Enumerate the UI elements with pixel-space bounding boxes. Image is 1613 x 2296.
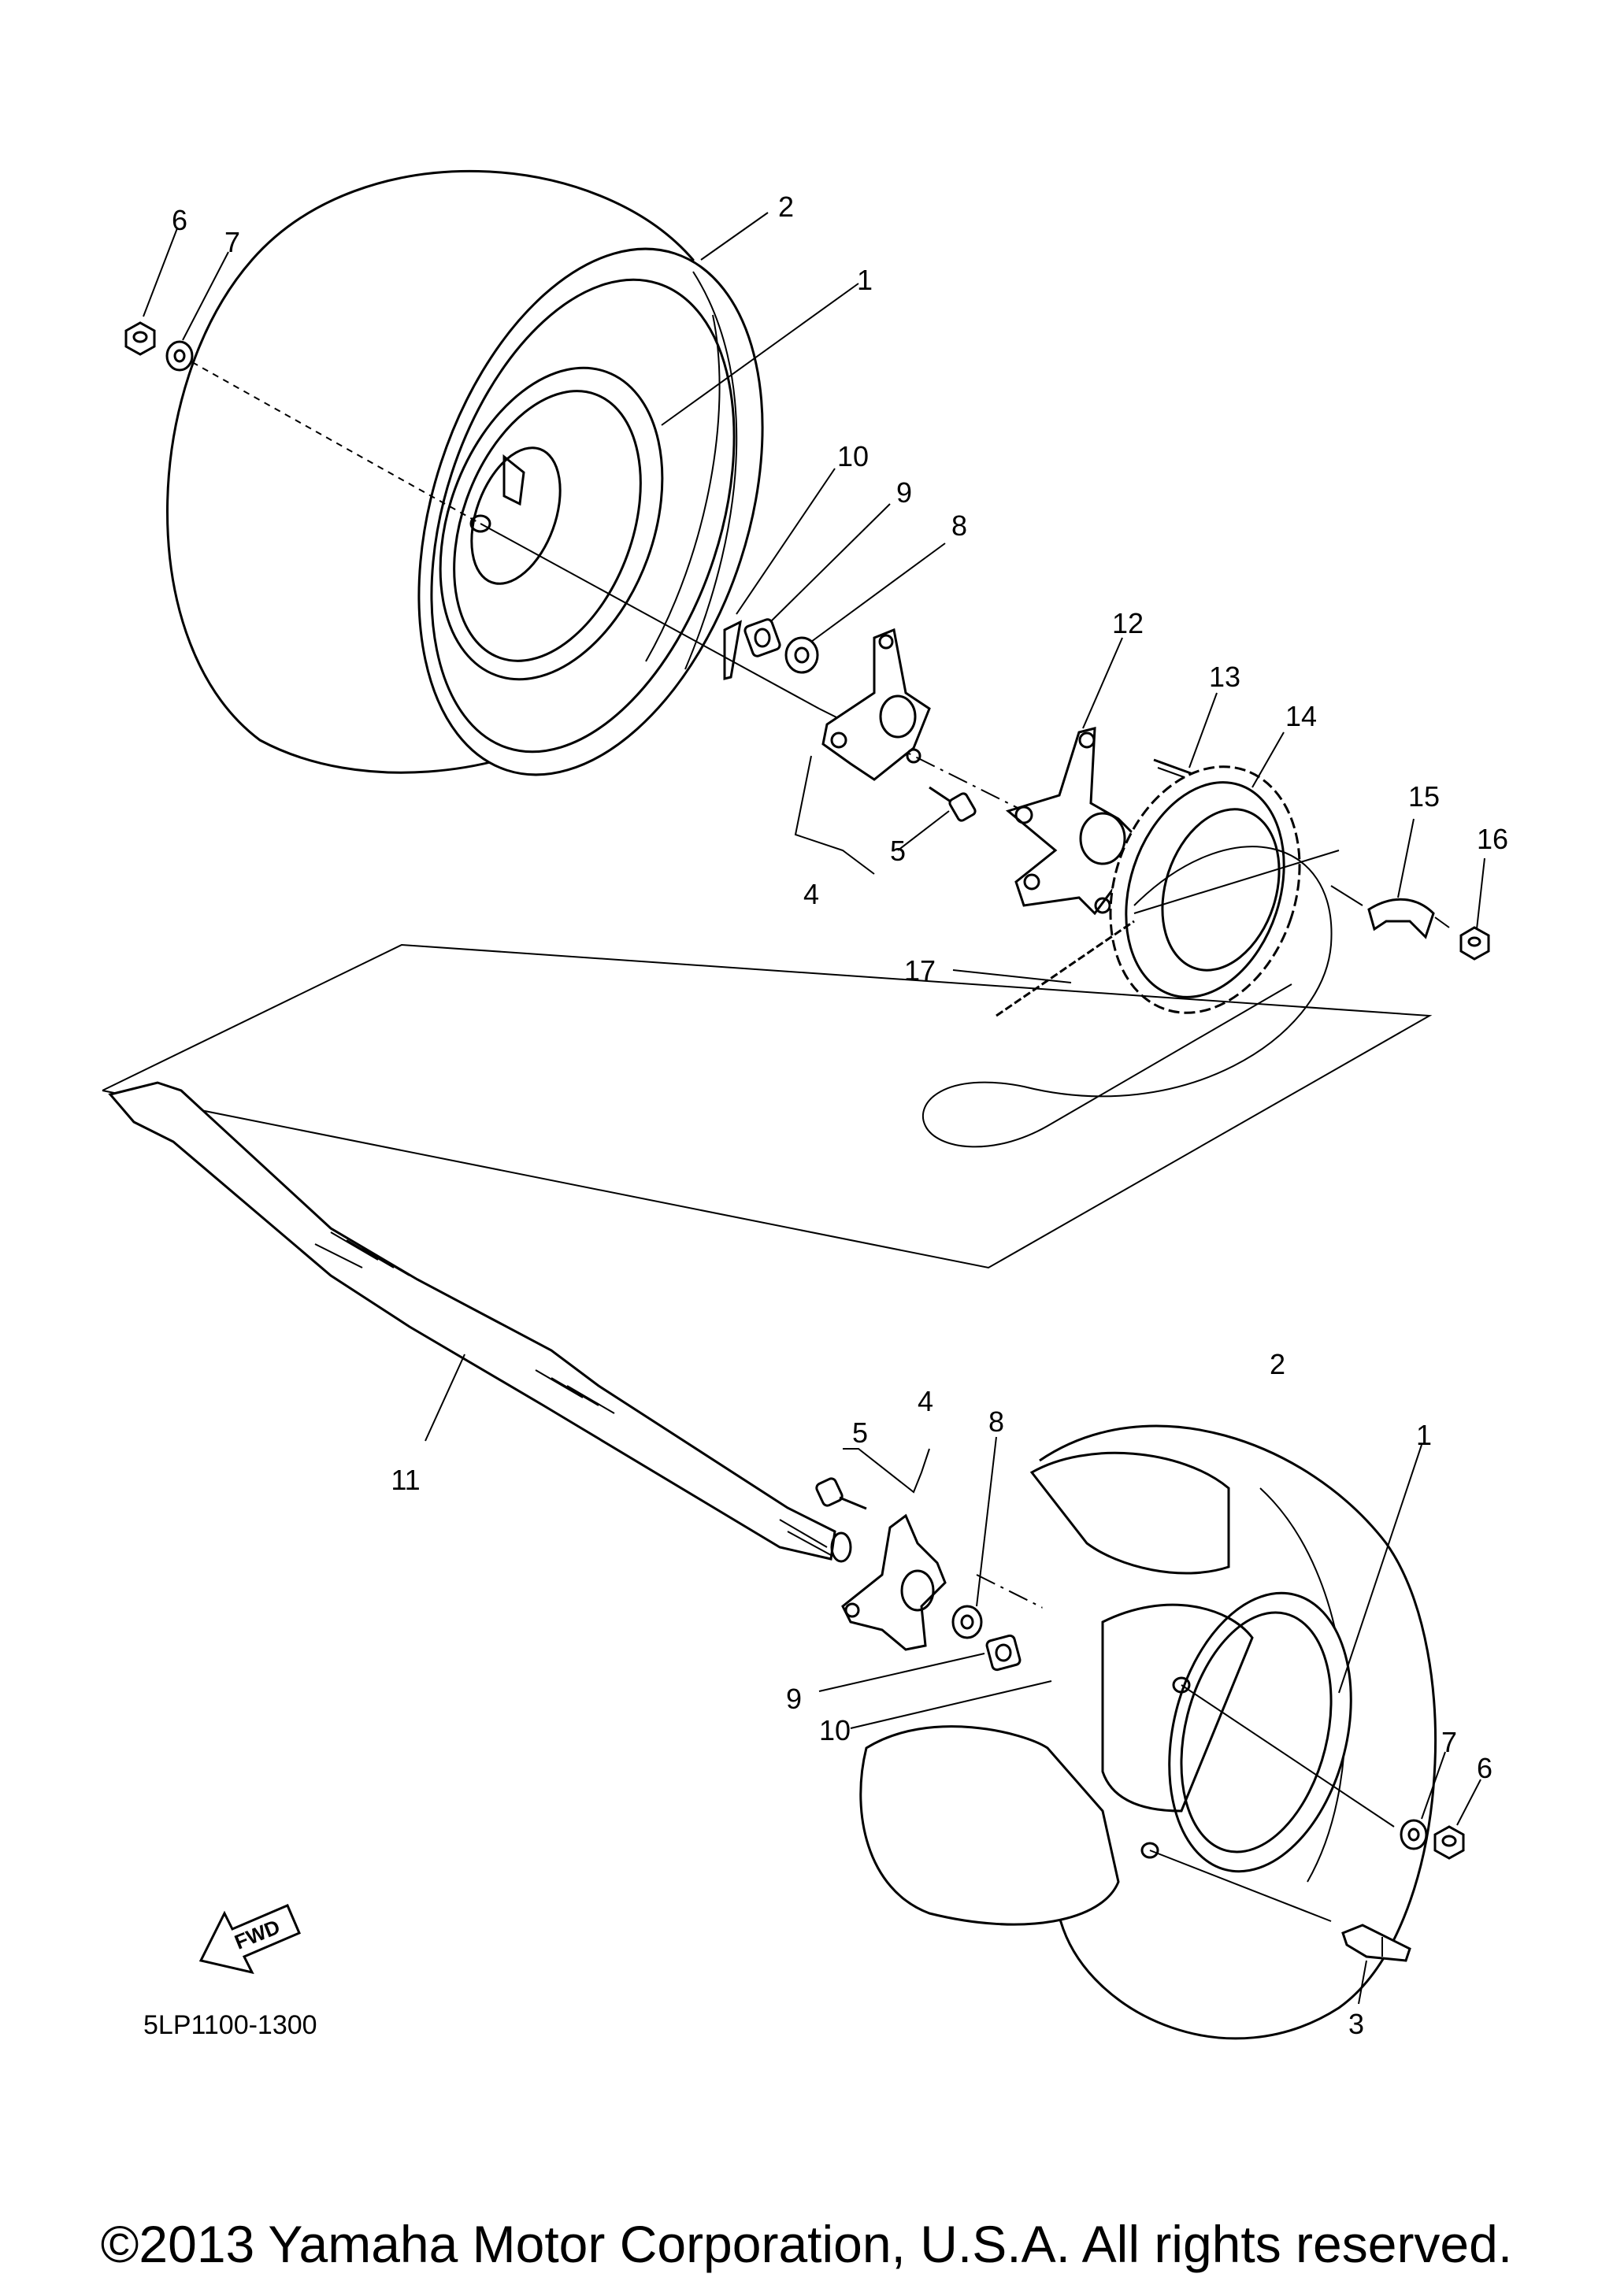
callout-9-bottom: 9: [786, 1683, 802, 1715]
bottom-nut-part-6: [1433, 1825, 1465, 1860]
callout-2-bottom: 2: [1270, 1348, 1285, 1380]
top-cotter-pin-part-10: [723, 620, 742, 680]
top-wheel-rim: [439, 366, 664, 681]
rear-axle-part-11: [108, 1081, 852, 1563]
callout-4-top: 4: [803, 878, 819, 910]
top-washer-part-7: [165, 340, 194, 372]
callout-numbers: 6 7 2 1 10 9 8 12 13 14 15 16 5 4 17 11 …: [172, 191, 1508, 2040]
callout-5-top: 5: [890, 835, 906, 867]
exploded-parts-diagram: FWD 6 7 2 1 10 9 8 12 13 14: [102, 169, 1508, 2040]
callout-7-top: 7: [224, 226, 240, 258]
callout-12: 12: [1112, 607, 1144, 639]
callout-5-bottom: 5: [852, 1416, 868, 1449]
callout-6-bottom: 6: [1477, 1752, 1492, 1784]
callout-9-top: 9: [896, 476, 912, 509]
callout-1-top: 1: [857, 264, 873, 296]
top-bolt-part-5: [929, 786, 977, 822]
top-washer-part-8: [784, 636, 819, 674]
callout-6-top: 6: [172, 204, 187, 236]
nut-part-16: [1459, 926, 1490, 961]
drive-chain-part-17: [921, 846, 1340, 1148]
bottom-wheel-rim: [1101, 1591, 1352, 1873]
bottom-castle-nut-part-9: [985, 1634, 1022, 1672]
valve-stem-part-3: [1341, 1924, 1411, 1962]
callout-8-bottom: 8: [988, 1405, 1004, 1438]
leader-lines: [143, 212, 1485, 2005]
bottom-bolt-part-5: [815, 1477, 867, 1510]
callout-10-top: 10: [837, 440, 869, 472]
callout-2-top: 2: [778, 191, 794, 223]
copyright-notice: ©2013 Yamaha Motor Corporation, U.S.A. A…: [100, 2215, 1513, 2273]
diagram-code: 5LP1100-1300: [143, 2010, 317, 2040]
top-hub-part-4: [821, 628, 931, 781]
bottom-hub-part-4: [841, 1513, 947, 1651]
callout-15: 15: [1408, 780, 1440, 813]
callout-8-top: 8: [951, 509, 967, 542]
callout-7-bottom: 7: [1441, 1726, 1457, 1758]
callout-16: 16: [1477, 823, 1508, 855]
callout-14: 14: [1285, 700, 1317, 732]
lock-plate-part-15: [1330, 885, 1450, 939]
top-nut-part-6: [124, 321, 156, 356]
bottom-washer-part-8: [951, 1605, 983, 1639]
callout-4-bottom: 4: [918, 1385, 933, 1417]
callout-10-bottom: 10: [819, 1714, 851, 1746]
callout-13: 13: [1209, 661, 1240, 693]
callout-3: 3: [1348, 2008, 1364, 2040]
callout-1-bottom: 1: [1416, 1419, 1432, 1451]
callout-11: 11: [391, 1464, 420, 1496]
callout-17: 17: [904, 954, 936, 987]
bottom-washer-part-7: [1400, 1819, 1428, 1850]
top-castle-nut-part-9: [743, 618, 781, 657]
forward-arrow-icon: FWD: [198, 1904, 301, 1975]
sprocket-part-14: [1109, 765, 1301, 1014]
